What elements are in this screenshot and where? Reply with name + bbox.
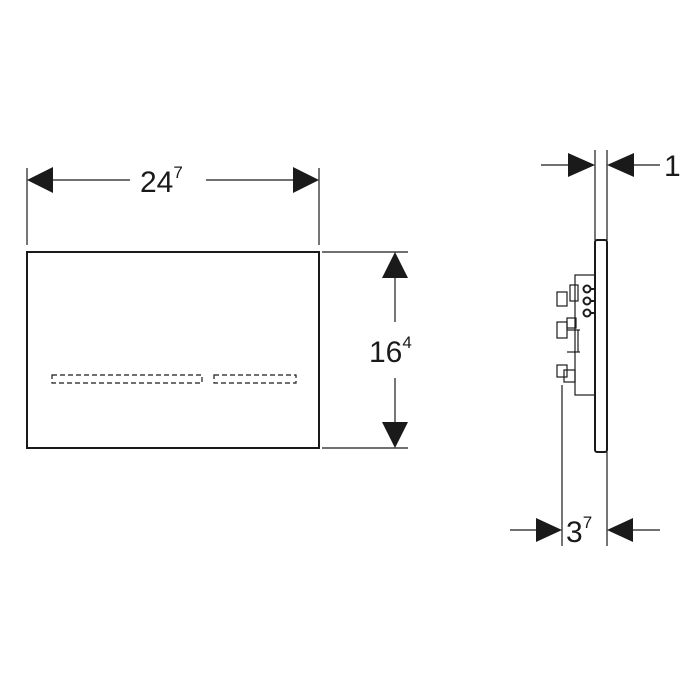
thickness-value: 1 [664, 150, 681, 183]
side-view [556, 239, 608, 453]
thickness-dimension: 1 [541, 150, 681, 240]
depth-value: 3 [566, 516, 583, 549]
width-value: 24 [140, 166, 173, 199]
front-view [26, 251, 320, 449]
depth-arrow-right [607, 518, 633, 542]
svg-text:37: 37 [566, 513, 592, 549]
height-dimension: 164 [322, 251, 412, 449]
sensor-strip-right [213, 374, 297, 384]
height-value-sup: 4 [402, 333, 411, 352]
thickness-arrow-right [607, 153, 634, 177]
mounting-frame [556, 274, 596, 396]
svg-text:164: 164 [369, 333, 412, 369]
width-value-sup: 7 [173, 163, 182, 182]
flush-plate-outline [26, 251, 320, 449]
width-arrow-left [27, 167, 53, 193]
thickness-arrow-left [568, 153, 595, 177]
side-plate [594, 239, 608, 453]
depth-dimension: 37 [510, 385, 660, 549]
depth-value-sup: 7 [583, 513, 592, 532]
height-value: 16 [369, 336, 402, 369]
height-arrow-bottom [382, 422, 408, 448]
width-arrow-right [293, 167, 319, 193]
height-arrow-top [382, 252, 408, 278]
svg-text:247: 247 [140, 163, 183, 199]
depth-arrow-left [536, 518, 562, 542]
sensor-strip [51, 374, 297, 384]
sensor-strip-left [51, 374, 203, 384]
connectors [582, 284, 595, 318]
width-dimension: 247 [26, 163, 320, 245]
